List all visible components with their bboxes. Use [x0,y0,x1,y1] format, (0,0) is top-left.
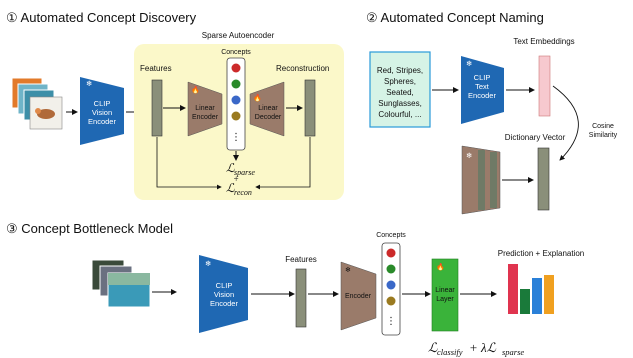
features-bar-1 [151,79,163,137]
text-box-line-5: Colourful, ... [378,110,421,119]
reconstruction-bar [304,79,316,137]
encoder-3 [340,261,377,331]
prediction-bar [544,275,554,314]
concept-dot [231,95,241,105]
sae-title: Sparse Autoencoder [202,31,275,40]
concept-dot [231,111,241,121]
decoder-column-2 [490,152,497,208]
text-box-line-3: Seated, [386,88,414,97]
prediction-bar [520,289,530,314]
linear-layer-label-b: Layer [436,296,454,303]
prediction-bar [508,264,518,314]
cosine-label-b: Similarity [589,132,618,139]
clip-label-1b: Vision [92,108,112,117]
input-images-1 [11,77,63,130]
clip-label-1a: CLIP [94,99,111,108]
concept-text-box [369,51,431,128]
loss-lambda-term: + λℒ [469,340,497,355]
lin-dec-label-a: Linear [258,105,278,112]
loss-classify-sub: classify [437,347,463,357]
clip-text-label-a: CLIP [474,73,491,82]
linear-layer [431,258,459,332]
flame-icon-dec: 🔥 [253,93,262,102]
ellipsis-icon-1: ⋮ [231,132,241,143]
clip-label-1c: Encoder [88,117,116,126]
concept-dot [386,264,396,274]
text-box-line-2: Spheres, [384,77,416,86]
loss-recon-symbol: ℒ [226,181,235,195]
reconstruction-label: Reconstruction [276,64,329,73]
concept-dot [386,296,396,306]
clip3-label-b: Vision [214,290,234,299]
section-1-title: ① Automated Concept Discovery [6,10,197,25]
input-images-3 [91,259,151,308]
loss-main-symbol: ℒ [428,340,438,355]
loss-recon-sub: recon [234,188,252,197]
prediction-bar-chart [508,264,554,314]
clip-text-label-c: Encoder [468,91,496,100]
cosine-label-a: Cosine [592,123,614,130]
linear-decoder-1 [249,81,285,137]
features-label-3: Features [285,255,317,264]
lin-dec-label-b: Decoder [255,114,282,121]
loss-sparse-sub: sparse [234,168,255,177]
concept-dot [231,79,241,89]
linear-encoder-1 [187,81,223,137]
dictionary-vector-bar [537,147,550,211]
features-bar-3 [295,268,307,328]
text-box-line-1: Red, Stripes, [377,66,423,75]
flame-icon-linear: 🔥 [436,262,445,271]
snowflake-icon-5: ❄ [345,266,351,274]
section-2-title: ② Automated Concept Naming [366,10,544,25]
loss-plus: + [233,174,239,184]
prediction-label: Prediction + Explanation [498,249,585,258]
section-3-title: ③ Concept Bottleneck Model [6,221,173,236]
clip-text-label-b: Text [475,82,490,91]
text-box-line-4: Sunglasses, [378,99,422,108]
cosine-arc [552,85,579,161]
prediction-bar [532,278,542,314]
features-label-1: Features [140,64,172,73]
concept-dot [386,248,396,258]
clip-vision-encoder-1 [80,77,124,145]
concepts-label-1: Concepts [221,49,251,56]
ellipsis-icon-3: ⋮ [386,316,396,327]
snowflake-icon: ❄ [86,79,92,88]
concept-dot [386,280,396,290]
clip-text-encoder [461,56,504,124]
snowflake-icon-3: ❄ [466,151,472,160]
clip3-label-a: CLIP [216,281,233,290]
snowflake-icon-2: ❄ [466,59,472,68]
linear-layer-label-a: Linear [435,287,455,294]
text-embeddings-label: Text Embeddings [513,37,574,46]
flame-icon-enc: 🔥 [191,85,200,94]
text-embeddings-bar [538,55,551,117]
clip3-label-c: Encoder [210,299,238,308]
clip-vision-encoder-3 [199,255,248,333]
encoder-3-label: Encoder [345,293,372,300]
decoder-column-1 [478,150,485,210]
dictionary-vector-label: Dictionary Vector [505,133,566,142]
loss-sparse-symbol: ℒ [226,161,235,175]
lin-enc-label-a: Linear [195,105,215,112]
concept-dot [231,63,241,73]
loss-sparse-sub-3: sparse [502,347,524,357]
snowflake-icon-4: ❄ [205,259,211,268]
lin-enc-label-b: Encoder [192,114,219,121]
concepts-label-3: Concepts [376,232,406,239]
